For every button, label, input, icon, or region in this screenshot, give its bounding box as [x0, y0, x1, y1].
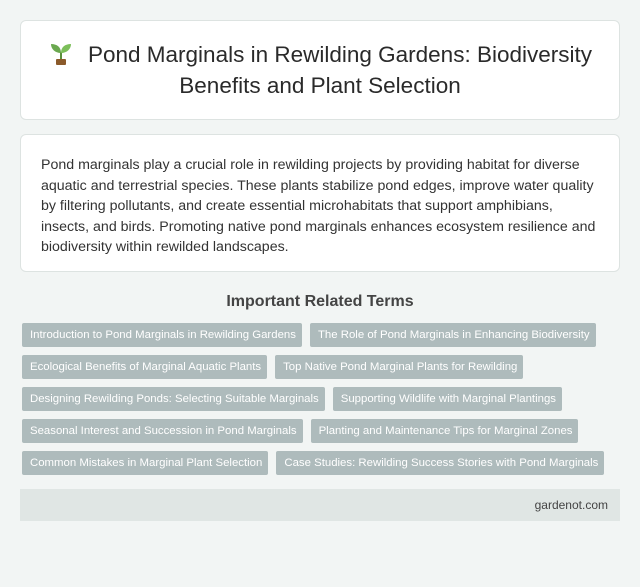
related-terms-list: Introduction to Pond Marginals in Rewild… [20, 323, 620, 483]
related-term-tag[interactable]: Ecological Benefits of Marginal Aquatic … [22, 355, 268, 379]
title-card: Pond Marginals in Rewilding Gardens: Bio… [20, 20, 620, 120]
page-title-text: Pond Marginals in Rewilding Gardens: Bio… [88, 42, 592, 98]
footer-site: gardenot.com [534, 498, 608, 512]
related-term-tag[interactable]: Supporting Wildlife with Marginal Planti… [332, 387, 562, 411]
related-term-tag[interactable]: Planting and Maintenance Tips for Margin… [310, 419, 579, 443]
related-term-tag[interactable]: Top Native Pond Marginal Plants for Rewi… [275, 355, 524, 379]
related-term-tag[interactable]: The Role of Pond Marginals in Enhancing … [309, 323, 596, 347]
intro-paragraph: Pond marginals play a crucial role in re… [41, 157, 596, 255]
sprout-icon [51, 44, 71, 65]
footer: gardenot.com [20, 489, 620, 521]
related-terms-heading: Important Related Terms [226, 293, 414, 310]
page-title: Pond Marginals in Rewilding Gardens: Bio… [41, 39, 599, 101]
related-term-tag[interactable]: Common Mistakes in Marginal Plant Select… [22, 451, 269, 475]
intro-card: Pond marginals play a crucial role in re… [20, 134, 620, 272]
related-term-tag[interactable]: Designing Rewilding Ponds: Selecting Sui… [22, 387, 325, 411]
related-term-tag[interactable]: Introduction to Pond Marginals in Rewild… [22, 323, 302, 347]
related-term-tag[interactable]: Seasonal Interest and Succession in Pond… [22, 419, 303, 443]
related-term-tag[interactable]: Case Studies: Rewilding Success Stories … [276, 451, 605, 475]
